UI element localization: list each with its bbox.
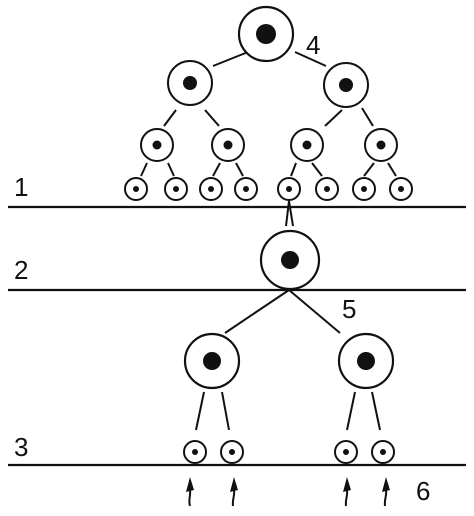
- cell-level4-4: [234, 177, 258, 201]
- cell-level2-left: [167, 60, 213, 106]
- cell-level2-right: [323, 62, 369, 108]
- stage-connector: [285, 200, 294, 227]
- cell-final-2: [220, 440, 244, 464]
- cell-level4-row: [124, 177, 413, 201]
- cell-final-1: [183, 440, 207, 464]
- cell-final-4: [371, 440, 395, 464]
- label-top-cell: 4: [306, 30, 320, 60]
- label-division: 5: [342, 294, 356, 324]
- cell-level3-4: [364, 128, 398, 162]
- cell-daughter-right: [337, 332, 395, 390]
- sperm-arrow-4: [382, 477, 390, 507]
- cell-level3-3: [290, 128, 324, 162]
- sperm-arrow-3: [343, 477, 351, 507]
- label-stage-3: 3: [14, 432, 28, 462]
- label-sperm: 6: [416, 476, 430, 506]
- label-stage-1: 1: [14, 172, 28, 202]
- sperm-arrow-1: [186, 477, 194, 507]
- sperm-arrow-2: [230, 477, 238, 507]
- cell-level4-7: [352, 177, 376, 201]
- cell-top: [237, 5, 295, 63]
- cell-final-3: [334, 440, 358, 464]
- cell-level3-2: [211, 128, 245, 162]
- cell-stage2: [259, 229, 321, 291]
- bottom-tree-connectors: [195, 289, 381, 431]
- cell-level4-3: [199, 177, 223, 201]
- cell-level3-1: [140, 128, 174, 162]
- label-stage-2: 2: [14, 255, 28, 285]
- cell-level4-8: [389, 177, 413, 201]
- cell-daughter-left: [183, 332, 241, 390]
- cell-level4-2: [164, 177, 188, 201]
- cell-final-row: [183, 440, 395, 464]
- top-tree-connectors: [140, 51, 397, 177]
- cell-level4-1: [124, 177, 148, 201]
- cell-level4-6: [315, 177, 339, 201]
- cell-level4-5: [277, 177, 301, 201]
- sperm-arrows: [186, 477, 390, 507]
